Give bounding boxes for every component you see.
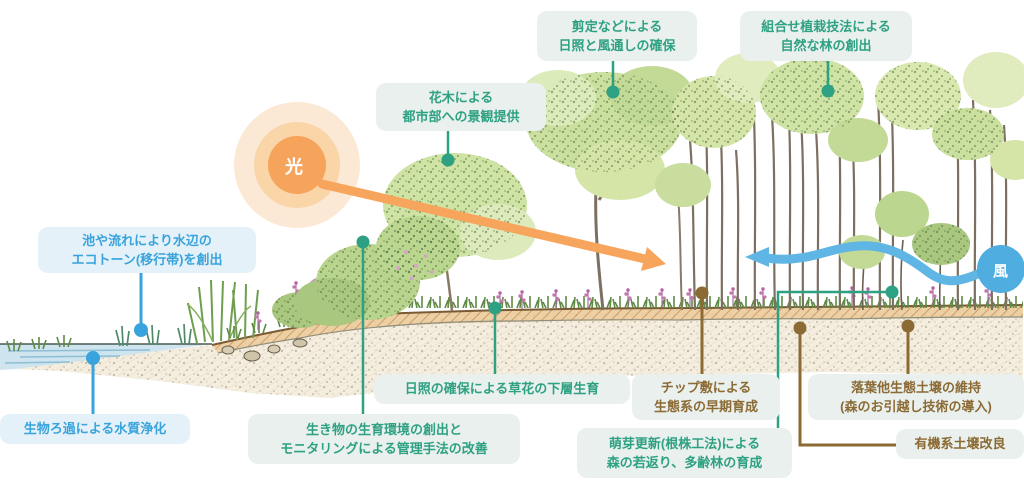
dot-wood-chips [695, 286, 709, 300]
soil-cross-section [15, 304, 1024, 398]
annotation-bio-filtration: 生物ろ過による水質浄化 [0, 414, 190, 444]
dot-understory [488, 301, 502, 315]
annotation-line: 森の若返り、多齢林の育成 [606, 455, 763, 470]
annotation-line: 落葉他生態土壌の維持 [850, 379, 981, 395]
scene [0, 52, 1024, 398]
light-arrow [317, 179, 666, 271]
topsoil-layer [212, 305, 1023, 353]
dot-coppice [885, 285, 899, 299]
annotation-line: 生態系の早期育成 [653, 399, 758, 414]
annotation-line: 生物ろ過による水質浄化 [23, 421, 167, 437]
pond [0, 338, 308, 370]
dot-bio-filtration [86, 351, 100, 365]
annotation-line: 萌芽更新(根株工法)による [608, 435, 761, 451]
annotation-line: エコトーン(移行帯)を創出 [71, 252, 223, 267]
dot-habitat [356, 235, 370, 249]
annotation-line: 日照の確保による草花の下層生育 [404, 381, 600, 397]
annotation-line: 自然な林の創出 [780, 38, 872, 53]
annotation-planting-mix: 組合せ植栽技法による 自然な林の創出 [740, 11, 912, 61]
wind-label: 風 [993, 263, 1009, 280]
annotation-line: 有機系土壌改良 [914, 436, 1006, 452]
blossoms [396, 249, 434, 280]
annotation-leaf-litter-soil: 落葉他生態土壌の維持 (森のお引越し技術の導入) [808, 374, 1024, 420]
annotation-line: 剪定などによる [571, 18, 663, 34]
annotation-pruning: 剪定などによる 日照と風通しの確保 [537, 11, 697, 61]
dot-flowering-trees [441, 153, 455, 167]
annotation-line: (森のお引越し技術の導入) [840, 399, 992, 414]
wind-icon [977, 245, 1024, 293]
annotation-understory-growth: 日照の確保による草花の下層生育 [374, 374, 630, 404]
dot-planting-mix [821, 84, 835, 98]
annotation-line: 花木による [428, 89, 494, 105]
dot-pruning [606, 85, 620, 99]
sun-icon [234, 102, 360, 228]
annotation-habitat-monitoring: 生き物の生育環境の創出と モニタリングによる管理手法の改善 [248, 414, 520, 464]
wind-arrow [745, 241, 1024, 293]
pond-rocks [221, 338, 308, 362]
reeds [6, 279, 364, 352]
annotation-line: 都市部への景観提供 [402, 109, 520, 124]
annotation-flowering-trees: 花木による 都市部への景観提供 [376, 83, 546, 131]
annotation-line: 組合せ植栽技法による [761, 18, 891, 34]
sun-label: 光 [285, 157, 303, 177]
tree-canopies [294, 52, 1024, 326]
dot-leaf-litter [901, 319, 915, 333]
annotation-wood-chips: チップ敷による 生態系の早期育成 [632, 374, 780, 420]
subsoil-boundary-line [217, 316, 1024, 354]
annotation-ecotone: 池や流れにより水辺の エコトーン(移行帯)を創出 [38, 227, 256, 273]
annotation-line: 池や流れにより水辺の [82, 232, 212, 248]
annotation-line: 日照と風通しの確保 [558, 38, 676, 53]
annotation-line: 生き物の生育環境の創出と [305, 421, 462, 437]
annotation-coppice-renewal: 萌芽更新(根株工法)による 森の若返り、多齢林の育成 [577, 428, 792, 478]
dot-organic-soil [793, 321, 807, 335]
connector-organic-soil [798, 328, 896, 447]
annotation-line: チップ敷による [660, 379, 752, 395]
annotation-line: モニタリングによる管理手法の改善 [280, 441, 488, 456]
dot-ecotone [134, 323, 148, 337]
annotation-organic-soil: 有機系土壌改良 [896, 429, 1024, 459]
